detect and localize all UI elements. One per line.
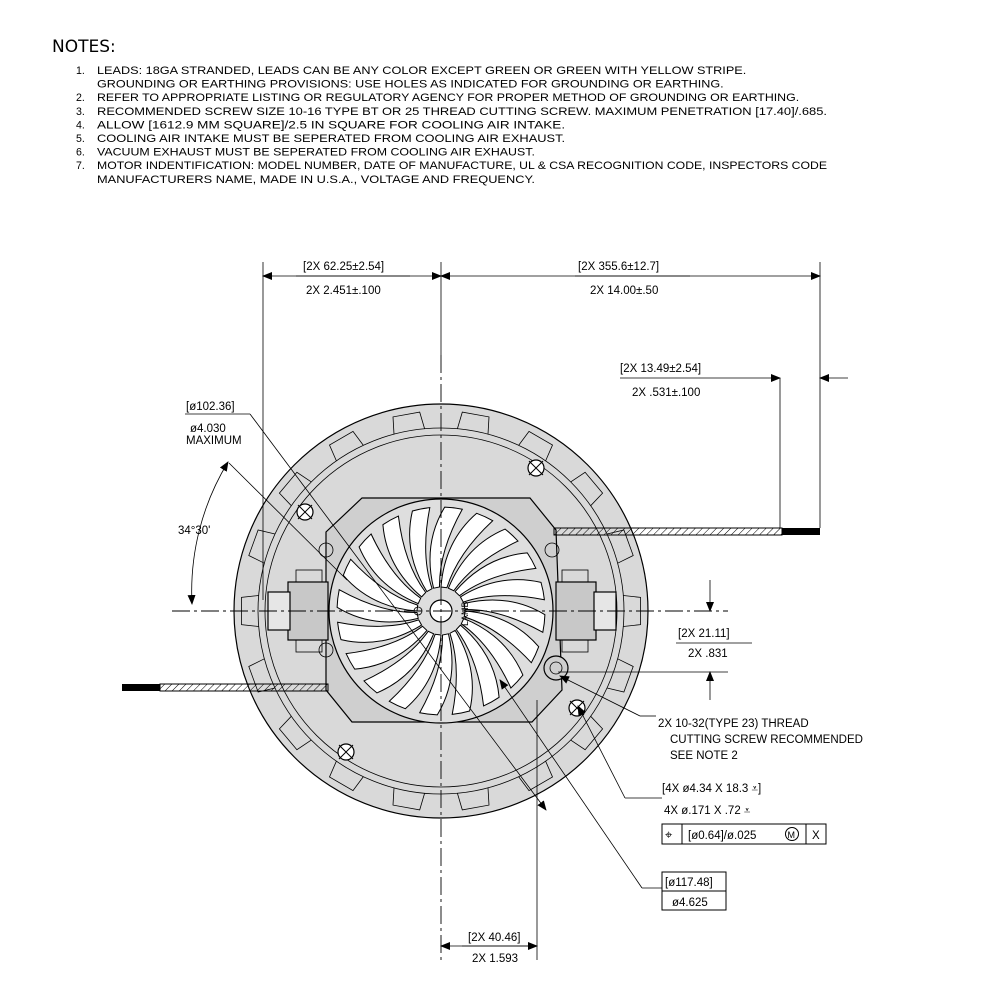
dim-max-dia-metric: [ø102.36] — [186, 401, 235, 413]
mmc-modifier: M — [788, 830, 796, 840]
dim-top-left-metric: [2X 62.25±2.54] — [303, 261, 384, 273]
fan-blade — [382, 515, 427, 598]
flange-notch — [328, 430, 364, 462]
flange-notch — [278, 716, 312, 751]
note-number: 4. — [76, 119, 85, 131]
flange-notch — [248, 529, 276, 564]
note-line: REFER TO APPROPRIATE LISTING OR REGULATO… — [97, 92, 799, 104]
fan-blade — [454, 552, 537, 597]
flange-notch — [457, 411, 490, 435]
note-number: 5. — [76, 133, 85, 145]
flange-notch — [570, 471, 604, 506]
note-line: VACUUM EXHAUST MUST BE SEPERATED FROM CO… — [97, 147, 535, 159]
fan-blade — [429, 506, 464, 589]
note-number: 6. — [76, 147, 85, 159]
brand-label: LAMB — [460, 601, 470, 626]
fan-blade — [418, 633, 453, 716]
notes-title: NOTES: — [52, 37, 116, 57]
note-number: 7. — [76, 160, 85, 172]
flange-notch — [392, 411, 425, 435]
tolerance-value: [ø0.64]/ø.025 — [688, 830, 756, 842]
fan-blade — [460, 617, 524, 689]
feature-control-frame: ⌖ [ø0.64]/ø.025 M X — [661, 823, 827, 845]
screw-callout-line-3: SEE NOTE 2 — [670, 750, 738, 762]
note-number: 1. — [76, 65, 85, 77]
dim-top-right-inch: 2X 14.00±.50 — [590, 285, 658, 297]
fan-blade — [463, 599, 546, 634]
flange-notch — [392, 787, 425, 811]
flange-notch — [278, 471, 312, 506]
center-lines — [172, 355, 728, 960]
dim-lead-offset-inch: 2X .531±.100 — [632, 387, 700, 399]
screw-callout-line-2: CUTTING SCREW RECOMMENDED — [670, 734, 863, 746]
flange-notch — [457, 787, 490, 811]
dim-lead-offset-metric: [2X 13.49±2.54] — [620, 363, 701, 375]
flange-notch — [606, 658, 634, 693]
note-number: 2. — [76, 92, 85, 104]
flange-notch — [518, 760, 554, 792]
datum-label: X — [812, 830, 820, 842]
dim-angle: 34°30' — [178, 525, 210, 537]
fan-blade — [440, 512, 494, 589]
note-line: MANUFACTURERS NAME, MADE IN U.S.A., VOLT… — [97, 174, 535, 186]
dim-top-right-metric: [2X 355.6±12.7] — [578, 261, 659, 273]
note-line: COOLING AIR INTAKE MUST BE SEPERATED FRO… — [97, 133, 565, 145]
fan-blade — [342, 558, 419, 612]
fan-blade — [463, 610, 540, 664]
fan-blade — [447, 528, 519, 592]
fan-blade — [455, 624, 500, 707]
fan-blade — [449, 629, 473, 715]
right-lead-tip — [782, 528, 820, 535]
right-lead — [553, 527, 820, 536]
screw-callout-line-1: 2X 10-32(TYPE 23) THREAD — [658, 718, 809, 730]
fan-blade — [363, 630, 435, 694]
fan-blade — [358, 533, 422, 605]
dim-holes-inch: 4X ø.171 X .72 ⩡ — [664, 805, 751, 817]
dim-bottom-inch: 2X 1.593 — [472, 953, 518, 965]
flange-notch — [518, 430, 554, 462]
fan-blade — [337, 619, 423, 643]
dimension-labels: [2X 62.25±2.54] 2X 2.451±.100 [2X 355.6±… — [178, 261, 863, 965]
fan-blade — [459, 579, 545, 603]
dim-side-offset-inch: 2X .831 — [688, 648, 728, 660]
dim-outer-dia-metric: [ø117.48] — [665, 877, 713, 889]
left-lead — [122, 683, 329, 692]
left-lead-tip — [122, 684, 160, 691]
note-line: LEADS: 18GA STRANDED, LEADS CAN BE ANY C… — [97, 65, 746, 77]
mounting-hole-bottom-left — [337, 743, 355, 761]
flange-notch — [328, 760, 364, 792]
fan-blade — [336, 588, 419, 623]
dimension-lines — [185, 262, 848, 960]
notes-block: NOTES: 1. LEADS: 18GA STRANDED, LEADS CAN… — [52, 37, 827, 186]
dim-max-dia-note: MAXIMUM — [186, 435, 242, 447]
note-line: MOTOR INDENTIFICATION: MODEL NUMBER, DAT… — [97, 160, 827, 172]
dim-bottom-metric: [2X 40.46] — [468, 932, 520, 944]
fan-blade — [409, 507, 433, 593]
position-tolerance-symbol: ⌖ — [665, 828, 673, 843]
flange-notch — [570, 716, 604, 751]
dim-holes-metric: [4X ø4.34 X 18.3 ⩡] — [662, 783, 761, 795]
mounting-hole-top-right — [527, 459, 545, 477]
notes-list: 1. LEADS: 18GA STRANDED, LEADS CAN BE ANY… — [76, 65, 827, 186]
note-line: GROUNDING OR EARTHING PROVISIONS: USE HO… — [97, 79, 724, 91]
fan-blade — [345, 625, 428, 670]
note-line: ALLOW [1612.9 MM SQUARE]/2.5 IN SQUARE F… — [97, 119, 565, 131]
note-line: RECOMMENDED SCREW SIZE 10-16 TYPE BT OR … — [97, 106, 827, 118]
dim-side-offset-metric: [2X 21.11] — [678, 628, 730, 640]
dim-top-left-inch: 2X 2.451±.100 — [306, 285, 381, 297]
mounting-hole-top-left — [296, 503, 314, 521]
dim-outer-dia-inch: ø4.625 — [672, 897, 708, 909]
note-number: 3. — [76, 106, 85, 118]
dim-max-dia-inch: ø4.030 — [190, 423, 226, 435]
fan-blades — [336, 506, 546, 716]
mounting-hole-bottom-right — [568, 699, 586, 717]
